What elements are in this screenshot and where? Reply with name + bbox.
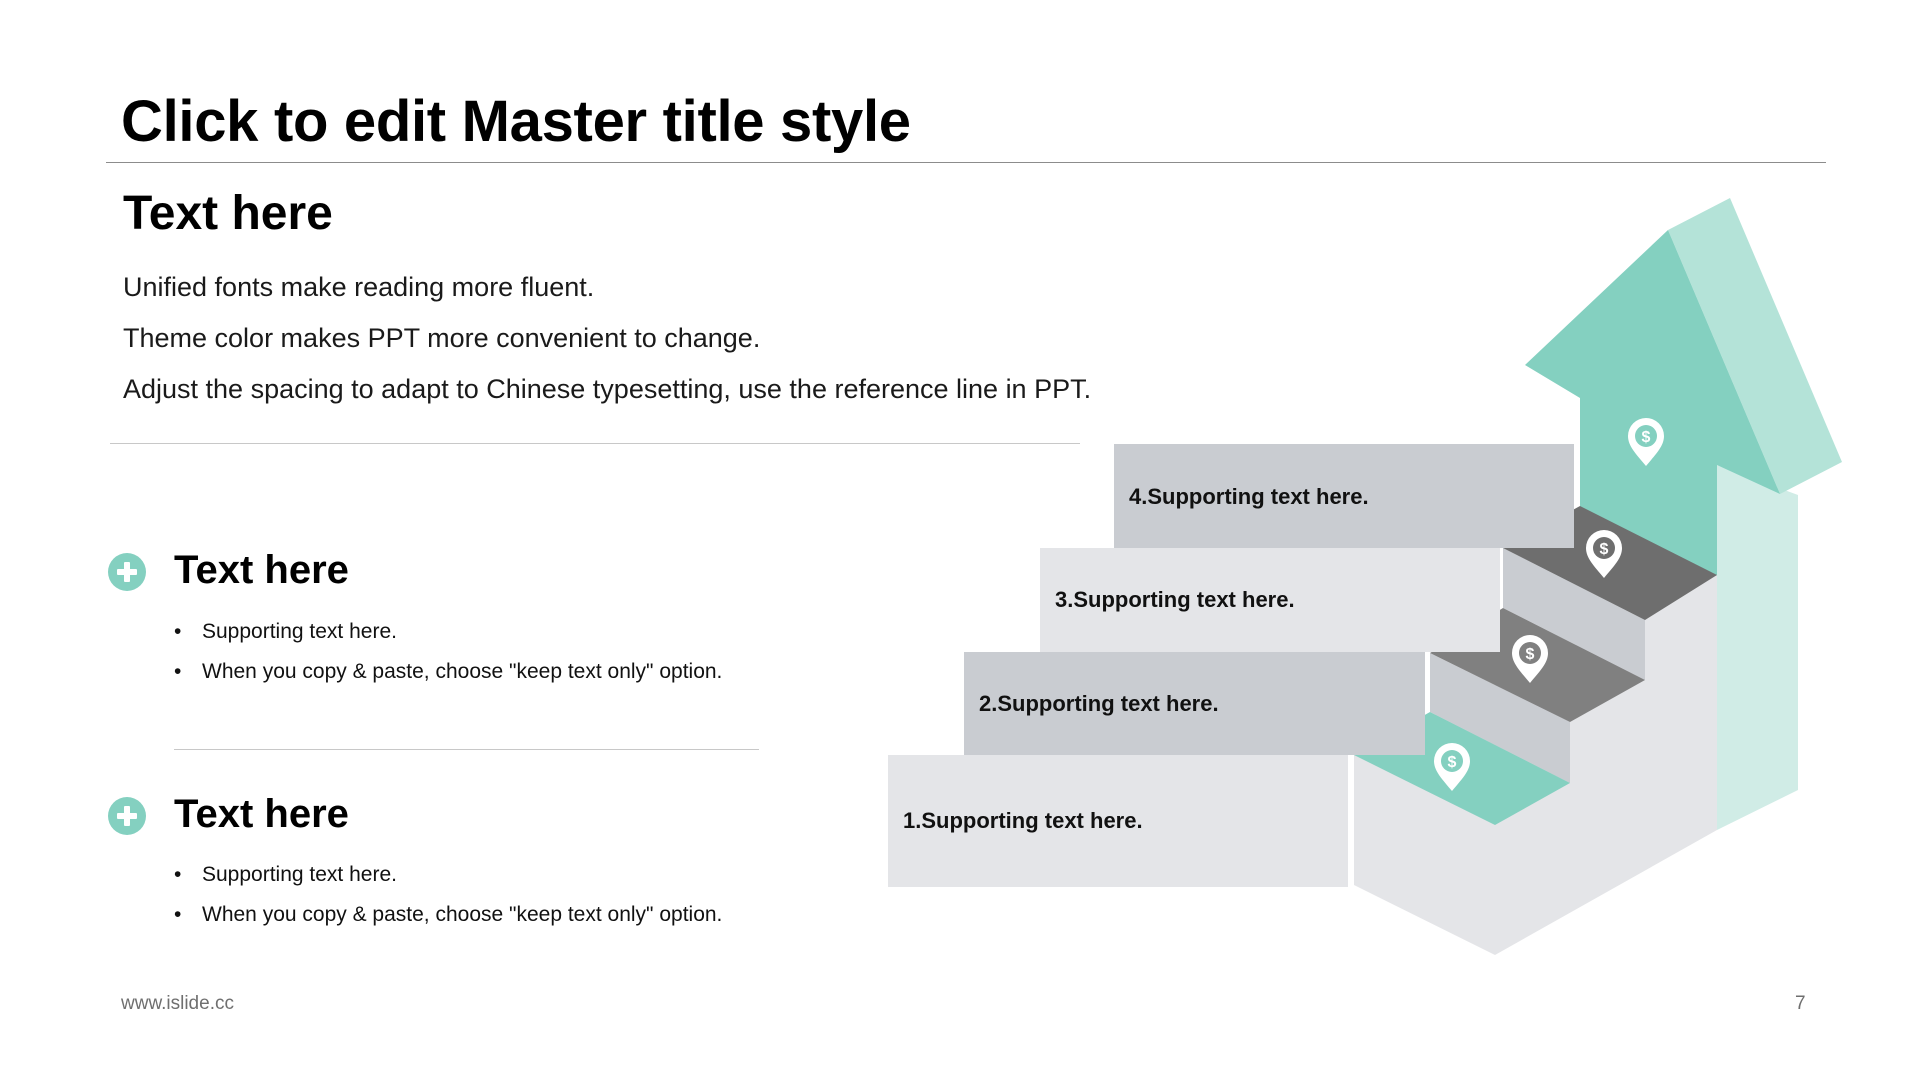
- footer-url: www.islide.cc: [121, 993, 234, 1014]
- body-line-2: Theme color makes PPT more convenient to…: [123, 323, 761, 353]
- body-line-3: Adjust the spacing to adapt to Chinese t…: [123, 374, 1092, 404]
- bullet-text: When you copy & paste, choose "keep text…: [202, 903, 723, 926]
- dollar-pin-icon: $: [1512, 635, 1548, 683]
- step-label-3: 3.Supporting text here.: [1055, 587, 1295, 612]
- title-divider: [106, 162, 1826, 163]
- section-1-bullet-1: •Supporting text here.: [174, 620, 397, 643]
- riser-2: [1430, 653, 1570, 783]
- svg-text:$: $: [1642, 429, 1651, 446]
- dollar-pin-icon: $: [1586, 530, 1622, 578]
- arrow-head-side: [1668, 198, 1842, 494]
- bullet-text: Supporting text here.: [202, 620, 397, 643]
- step-bar-2: [964, 652, 1425, 755]
- section-1-bullet-2: •When you copy & paste, choose "keep tex…: [174, 660, 723, 683]
- bullet-text: Supporting text here.: [202, 863, 397, 886]
- step-label-1: 1.Supporting text here.: [903, 808, 1143, 833]
- svg-text:$: $: [1600, 541, 1609, 558]
- riser-3: [1503, 548, 1645, 680]
- section-2-bullet-1: •Supporting text here.: [174, 863, 397, 886]
- content-divider: [110, 443, 1080, 444]
- page-number: 7: [1795, 993, 1806, 1014]
- plus-circle-icon: [108, 797, 146, 835]
- step-label-4: 4.Supporting text here.: [1129, 484, 1369, 509]
- dollar-pin-icon: $: [1434, 743, 1470, 791]
- section-divider: [174, 749, 759, 750]
- body-line-1: Unified fonts make reading more fluent.: [123, 272, 595, 302]
- svg-text:$: $: [1526, 646, 1535, 663]
- arrow-shaft-side: [1717, 465, 1798, 830]
- step-bar-4: [1114, 444, 1574, 548]
- plus-circle-icon: [108, 553, 146, 591]
- section-heading: Text here: [123, 187, 333, 240]
- step-label-2: 2.Supporting text here.: [979, 691, 1219, 716]
- section-1-title: Text here: [174, 548, 349, 592]
- dollar-pin-icon: $: [1628, 418, 1664, 466]
- section-2-title: Text here: [174, 792, 349, 836]
- section-2-bullet-2: •When you copy & paste, choose "keep tex…: [174, 903, 723, 926]
- step-bar-3: [1040, 548, 1500, 652]
- slide-title: Click to edit Master title style: [121, 89, 911, 154]
- svg-text:$: $: [1448, 754, 1457, 771]
- arrow-head-front: [1525, 230, 1780, 580]
- step-bar-1: [888, 755, 1348, 887]
- bullet-text: When you copy & paste, choose "keep text…: [202, 660, 723, 683]
